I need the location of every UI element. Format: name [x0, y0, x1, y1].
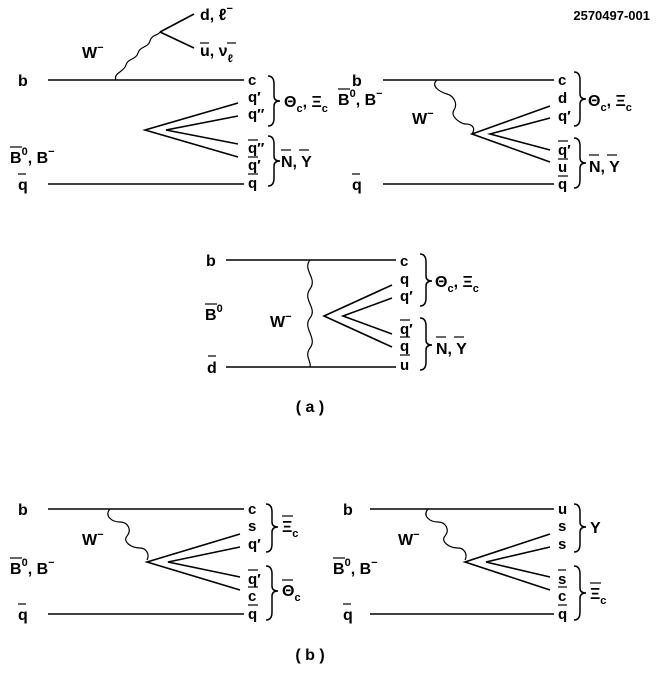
caption-b: ( b ) — [295, 647, 324, 664]
out-2: s — [558, 518, 566, 535]
diagram-2: b B0, B− q W− c d q′ q′ u q Θc, Ξc N, Y — [338, 71, 632, 194]
brace-top — [573, 71, 587, 127]
lepton-line-lower — [159, 31, 195, 49]
caption-a: ( a ) — [296, 399, 324, 416]
pair-creation-lower — [165, 115, 239, 145]
w-boson-propagator — [114, 31, 161, 81]
w-boson-propagator — [107, 508, 149, 561]
out-2: s — [248, 518, 256, 535]
bottom-label: N, Y — [281, 154, 312, 171]
label-w: W− — [398, 529, 420, 549]
out-5: u — [558, 159, 567, 176]
label-q: q — [343, 607, 353, 624]
brace-bottom — [267, 135, 281, 187]
pair-creation-upper — [142, 102, 239, 158]
out-6: q — [248, 606, 257, 623]
pair-creation-upper — [469, 105, 551, 163]
top-label: Θc, Ξc — [588, 93, 632, 114]
label-w: W− — [82, 529, 104, 549]
out-2: q′ — [248, 89, 261, 106]
w-boson-propagator — [425, 508, 467, 561]
pair-creation-lower — [486, 117, 551, 151]
w-boson-propagator — [307, 259, 313, 368]
label-meson: B0, B− — [10, 146, 55, 167]
label-w: W− — [412, 108, 434, 128]
out-1: c — [400, 253, 408, 270]
out-6: q — [558, 176, 567, 193]
bottom-label: Θc — [282, 583, 301, 604]
brace-top — [573, 503, 587, 553]
brace-top — [265, 503, 279, 553]
label-q: q — [352, 177, 362, 194]
label-w: W− — [82, 42, 104, 62]
label-b: b — [18, 502, 28, 519]
label-w: W− — [270, 311, 292, 331]
out-3: q′ — [400, 288, 413, 305]
out-4: q′ — [400, 321, 413, 338]
label-meson: B0, B− — [10, 557, 55, 578]
diagram-3: b B0 d W− c q q′ q′ q u Θc, Ξc N, Y — [205, 253, 479, 377]
out-6: u — [400, 357, 409, 374]
out-1: c — [248, 72, 256, 89]
label-meson: B0 — [205, 303, 223, 324]
out-3: q′ — [248, 536, 261, 553]
brace-bottom — [265, 565, 279, 621]
pair-creation-upper — [144, 533, 241, 591]
bottom-label: N, Y — [589, 159, 620, 176]
out-5: q — [400, 338, 409, 355]
brace-bottom — [573, 565, 587, 621]
label-lepton-bottom: u, νℓ — [200, 43, 233, 65]
label-b: b — [206, 253, 216, 270]
diagram-5: b B0, B− q W− u s s s c q Y Ξc — [333, 501, 606, 624]
pair-creation-upper — [322, 284, 393, 348]
top-label: Θc, Ξc — [435, 274, 479, 295]
w-boson-propagator — [434, 79, 475, 135]
label-lepton-top: d, ℓ− — [200, 3, 233, 24]
pair-creation-lower — [485, 546, 551, 578]
out-5: c — [558, 588, 566, 605]
label-d: d — [207, 360, 217, 377]
label-b: b — [343, 502, 353, 519]
label-b: b — [352, 73, 362, 90]
out-2: q — [400, 271, 409, 288]
out-4: q″ — [248, 140, 264, 157]
out-3: q″ — [248, 106, 264, 123]
diagram-4: b B0, B− q W− c s q′ q′ c q Ξc Θc — [10, 501, 301, 624]
out-4: q′ — [558, 142, 571, 159]
figure-id: 2570497-001 — [573, 8, 650, 23]
top-label: Ξc — [282, 519, 298, 540]
out-6: q — [558, 606, 567, 623]
out-5: q′ — [248, 157, 261, 174]
out-3: q′ — [558, 108, 571, 125]
out-6: q — [248, 175, 257, 192]
out-5: c — [248, 588, 256, 605]
brace-bottom — [419, 317, 433, 371]
brace-top — [419, 253, 433, 307]
bottom-label: Ξc — [590, 586, 606, 607]
out-4: q′ — [248, 571, 261, 588]
out-4: s — [558, 571, 566, 588]
label-meson: B0, B− — [333, 557, 378, 578]
brace-bottom — [573, 137, 587, 189]
pair-creation-lower — [167, 546, 241, 578]
bottom-label: N, Y — [436, 341, 467, 358]
label-q: q — [18, 177, 28, 194]
pair-creation-upper — [462, 533, 551, 591]
out-2: d — [558, 90, 567, 107]
lepton-line-upper — [159, 13, 195, 33]
top-label: Y — [590, 520, 601, 537]
label-meson: B0, B− — [338, 88, 383, 109]
out-1: u — [558, 501, 567, 518]
out-3: s — [558, 536, 566, 553]
pair-creation-lower — [340, 297, 393, 335]
out-1: c — [558, 72, 566, 89]
label-b: b — [18, 73, 28, 90]
out-1: c — [248, 501, 256, 518]
diagram-1: b B0, B− q W− d, ℓ− u, νℓ c q′ q″ q″ q′ … — [10, 3, 328, 194]
brace-top — [267, 75, 281, 127]
label-q: q — [18, 607, 28, 624]
top-label: Θc, Ξc — [284, 94, 328, 115]
